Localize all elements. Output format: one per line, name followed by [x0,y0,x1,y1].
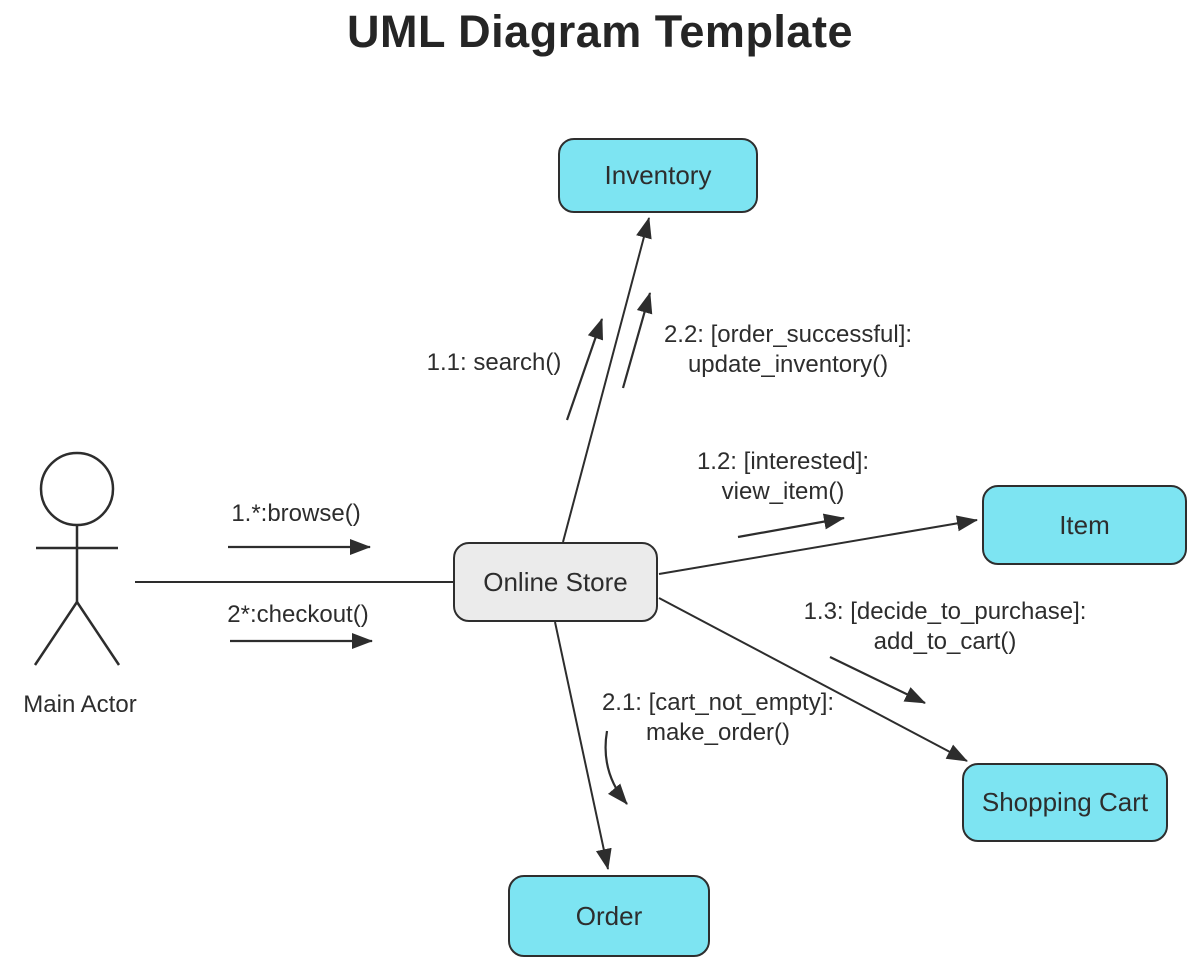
message-update-inventory-line2: update_inventory() [687,351,889,378]
actor-left-leg [33,601,79,666]
message-add-to-cart: 1.3: [decide_to_purchase]: add_to_cart() [804,597,1087,657]
message-make-order: 2.1: [cart_not_empty]: make_order() [602,688,834,748]
arrow-update-inventory [621,292,653,389]
page-title: UML Diagram Template [347,6,853,57]
message-browse: 1.*:browse() [231,500,361,527]
message-view-item-line1: 1.2: [interested]: [696,448,870,475]
message-checkout: 2*:checkout() [227,601,369,628]
message-update-inventory-line1: 2.2: [order_successful]: [663,321,913,348]
message-view-item: 1.2: [interested]: view_item() [697,447,869,507]
arrow-search [565,318,604,421]
node-inventory[interactable]: Inventory [558,138,758,213]
message-add-to-cart-line2: add_to_cart() [873,628,1017,655]
message-add-to-cart-line1: 1.3: [decide_to_purchase]: [803,598,1087,625]
edge-store-to-inventory [562,217,652,543]
node-shopping-cart[interactable]: Shopping Cart [962,763,1168,842]
arrow-make-order [604,730,628,805]
edge-store-to-item [658,515,978,575]
node-order[interactable]: Order [508,875,710,957]
message-search: 1.1: search() [426,349,562,376]
edge-store-to-order [554,621,612,870]
actor-head [39,451,115,527]
arrow-add-to-cart [829,656,926,704]
arrow-view-item [737,513,845,539]
node-item-label: Item [1059,509,1110,540]
actor-stick-figure-icon[interactable] [33,451,121,666]
node-online-store[interactable]: Online Store [453,542,658,622]
actor-label: Main Actor [23,691,137,718]
node-inventory-label: Inventory [604,160,712,190]
message-view-item-line2: view_item() [721,478,845,505]
node-shopping-cart-label: Shopping Cart [981,787,1149,817]
node-item[interactable]: Item [982,485,1187,565]
edge-store-to-shopping-cart [658,597,968,762]
node-order-label: Order [575,900,643,931]
actor-right-leg [75,601,121,666]
message-make-order-line1: 2.1: [cart_not_empty]: [601,689,835,716]
message-update-inventory: 2.2: [order_successful]: update_inventor… [664,320,912,380]
message-make-order-line2: make_order() [645,719,791,746]
node-online-store-label: Online Store [483,566,628,597]
